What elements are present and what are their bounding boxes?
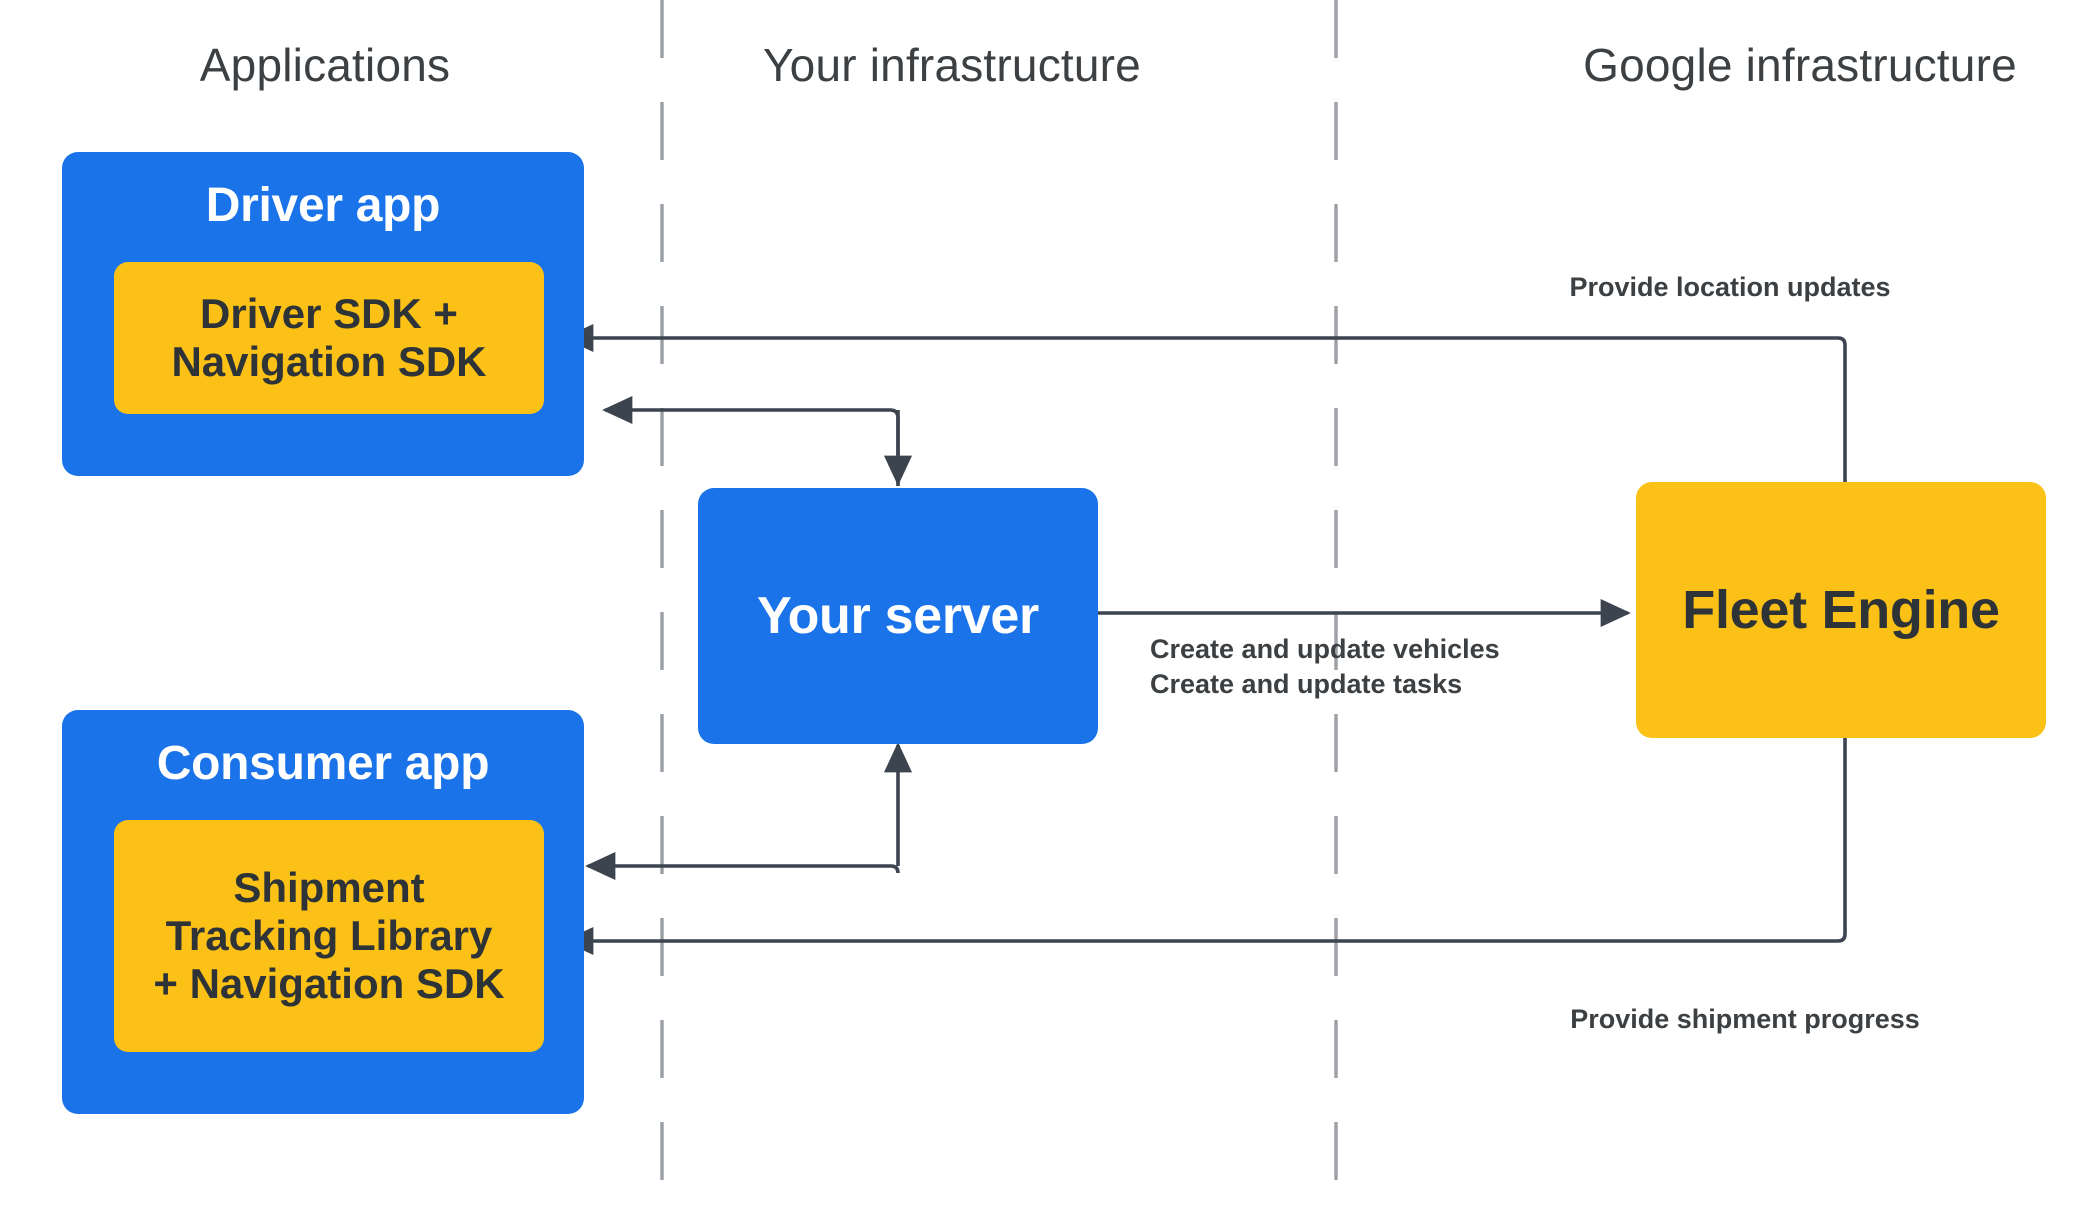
edge-label-create-update: Create and update vehicles Create and up… [1150, 632, 1500, 701]
node-driver-sdk[interactable]: Driver SDK + Navigation SDK [114, 262, 544, 414]
column-header-your-infrastructure: Your infrastructure [763, 39, 1141, 91]
node-consumer-app[interactable]: Consumer app Shipment Tracking Library +… [62, 710, 584, 1114]
shipment-sdk-line-3: + Navigation SDK [153, 959, 505, 1007]
edge-label-create-update-vehicles: Create and update vehicles [1150, 634, 1500, 664]
column-header-google-infrastructure: Google infrastructure [1583, 39, 2017, 91]
driver-sdk-line-1: Driver SDK + [200, 290, 458, 338]
node-your-server[interactable]: Your server [698, 488, 1098, 744]
edge-label-shipment-progress: Provide shipment progress [1570, 1004, 1920, 1034]
node-shipment-tracking-library[interactable]: Shipment Tracking Library + Navigation S… [114, 820, 544, 1052]
driver-sdk-line-2: Navigation SDK [171, 338, 487, 385]
driver-app-title: Driver app [205, 179, 441, 232]
consumer-app-title: Consumer app [156, 737, 490, 790]
shipment-sdk-line-2: Tracking Library [165, 912, 493, 960]
edge-server-to-driver [602, 395, 900, 486]
driver-sdk-label: Driver SDK + Navigation SDK [171, 290, 486, 386]
shipment-sdk-label: Shipment Tracking Library + Navigation S… [153, 864, 504, 1008]
column-header-applications: Applications [199, 39, 451, 91]
edge-label-create-update-tasks: Create and update tasks [1150, 668, 1463, 699]
your-server-label: Your server [757, 587, 1039, 645]
edge-shipment-progress [563, 738, 1847, 956]
node-fleet-engine[interactable]: Fleet Engine [1636, 482, 2046, 738]
fleet-engine-label: Fleet Engine [1682, 580, 2000, 640]
edge-label-location-updates: Provide location updates [1569, 272, 1891, 302]
edge-location-updates [563, 323, 1847, 482]
edge-consumer-to-server [585, 851, 900, 881]
node-driver-app[interactable]: Driver app Driver SDK + Navigation SDK [62, 152, 584, 476]
shipment-sdk-line-1: Shipment [233, 864, 425, 912]
